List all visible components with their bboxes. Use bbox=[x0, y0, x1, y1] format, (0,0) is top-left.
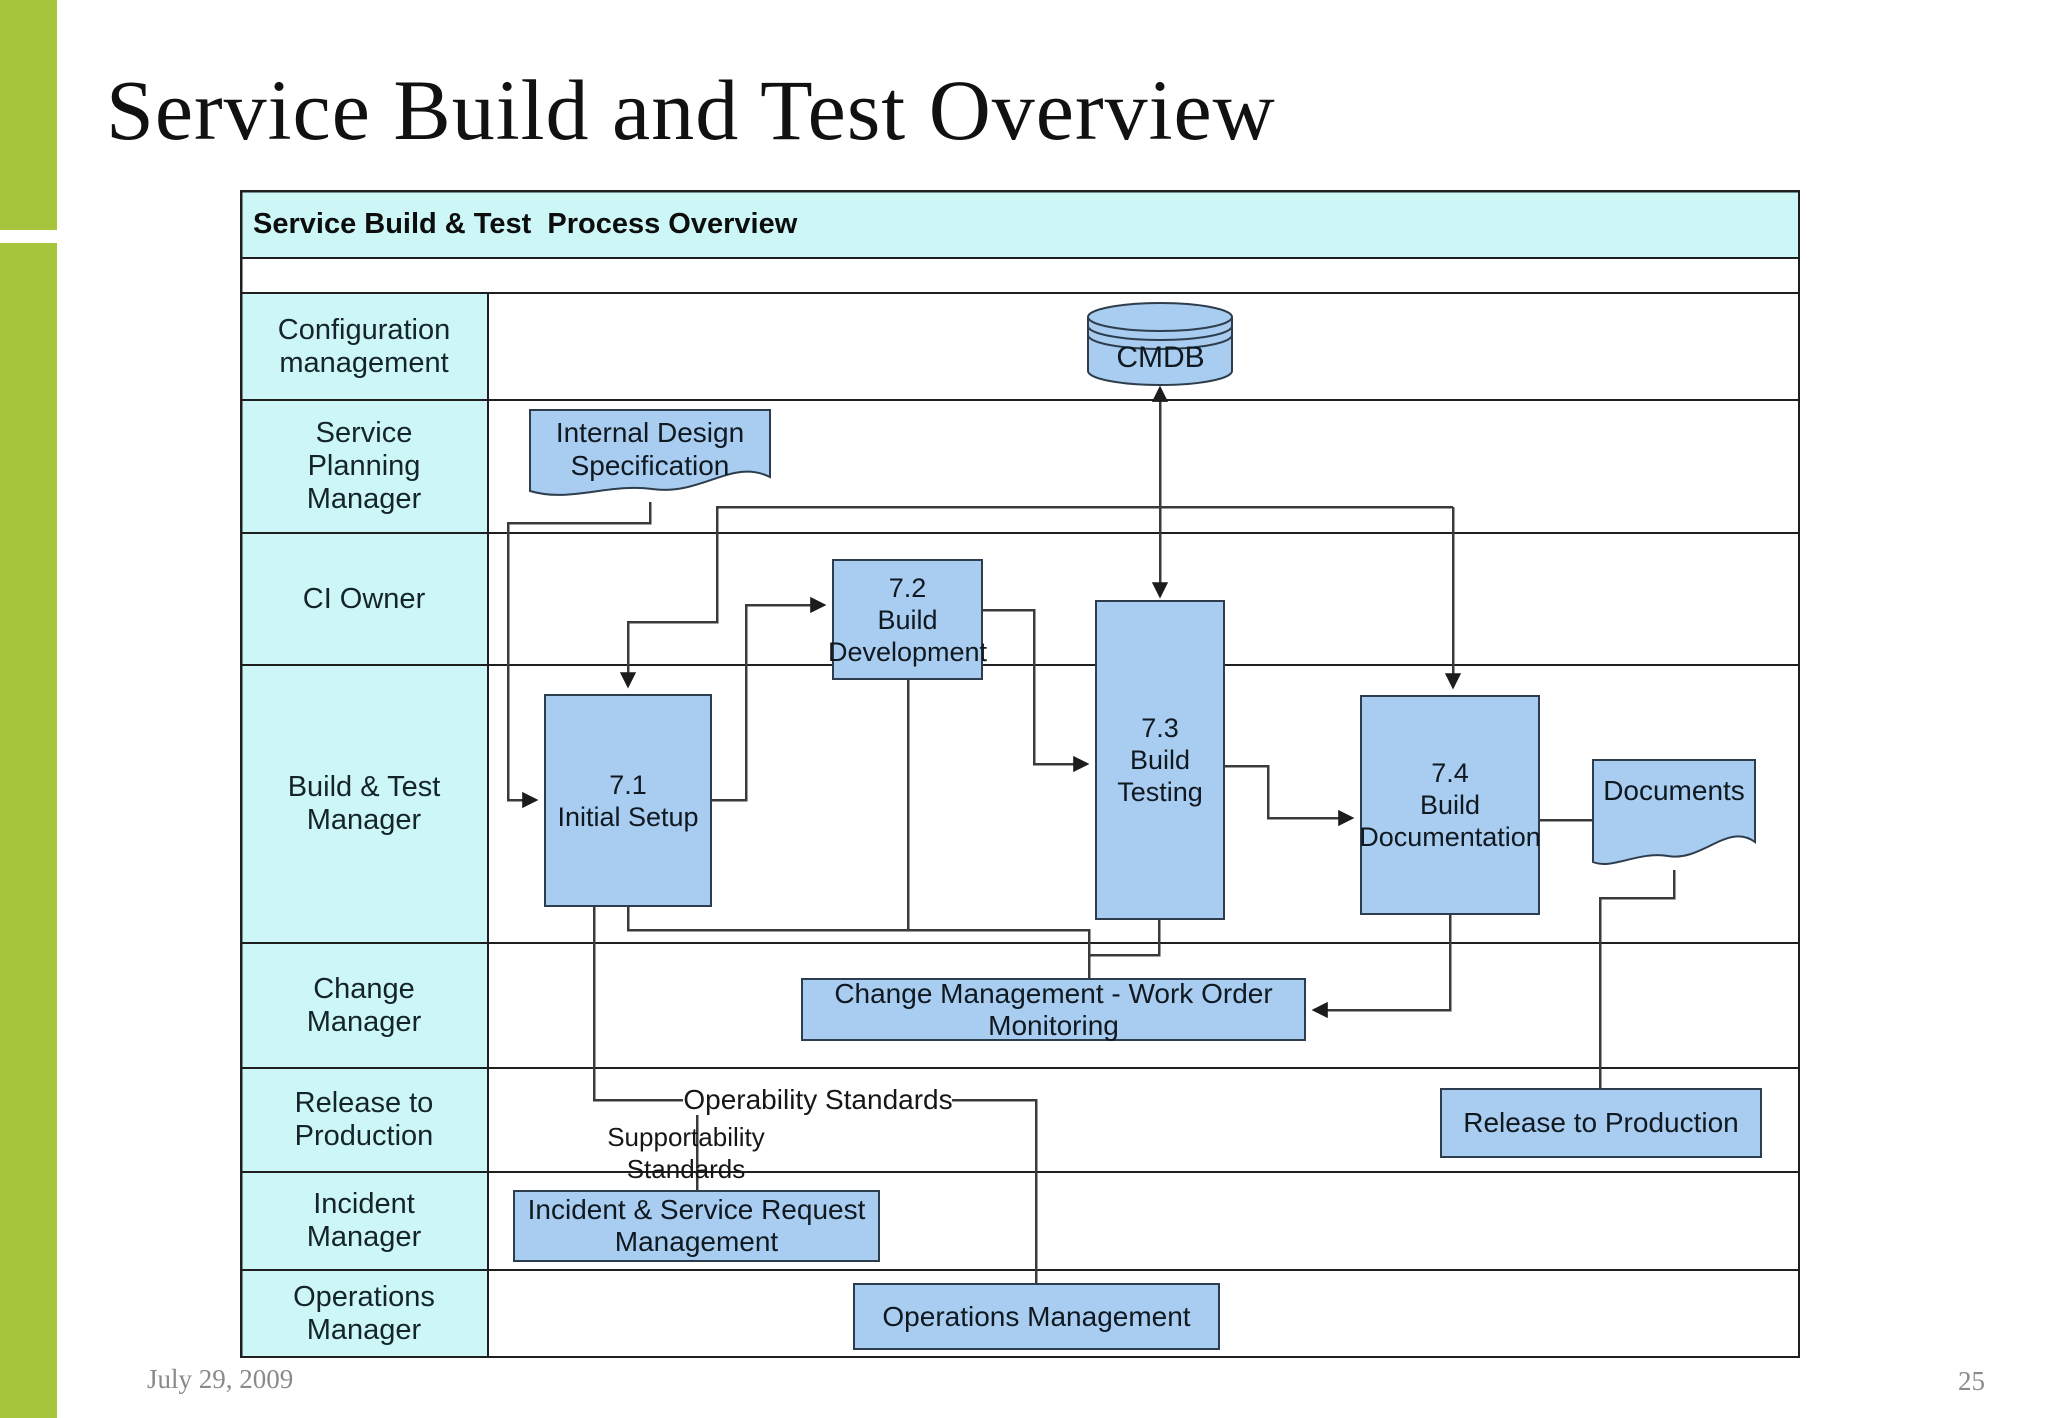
process-box-7-3-build-testing: 7.3 Build Testing bbox=[1095, 600, 1225, 920]
connector-build-testing-to-build-documentation bbox=[1225, 764, 1355, 827]
connector-operability-standards bbox=[592, 907, 1038, 1283]
operations-management-box: Operations Management bbox=[853, 1283, 1220, 1350]
lane-label-ci-owner: CI Owner bbox=[302, 582, 426, 615]
lane-label-build-test-manager: Build & Test Manager bbox=[287, 771, 441, 836]
connector-build-documentation-to-change bbox=[1311, 915, 1452, 1019]
lane-label-incident-manager: Incident Manager bbox=[306, 1188, 422, 1253]
operability-standards-label: Operability Standards bbox=[683, 1084, 953, 1115]
process-diagram: Service Build & Test Process Overview Co… bbox=[240, 190, 1800, 1358]
page-title: Service Build and Test Overview bbox=[106, 62, 1276, 158]
lane-label-release-to-production: Release to Production bbox=[294, 1087, 434, 1152]
process-box-7-2-build-development: 7.2 Build Development bbox=[828, 559, 987, 680]
process-box-7-1-initial-setup: 7.1 Initial Setup bbox=[544, 694, 712, 907]
documents-document-shape bbox=[1592, 759, 1756, 865]
diagram-header: Service Build & Test Process Overview bbox=[253, 207, 798, 240]
lane-label-operations-manager: Operations Manager bbox=[293, 1281, 435, 1346]
green-accent-bar-top bbox=[0, 0, 57, 230]
release-to-production-box: Release to Production bbox=[1440, 1088, 1762, 1158]
process-box-7-4-build-documentation: 7.4 Build Documentation bbox=[1359, 695, 1541, 915]
green-accent-bar-bottom bbox=[0, 243, 57, 1418]
documents-label: Documents bbox=[1603, 774, 1745, 806]
cmdb-label: CMDB bbox=[1116, 340, 1205, 374]
connector-initial-setup-to-build-development bbox=[712, 596, 827, 802]
header-cell bbox=[240, 190, 1800, 258]
internal-design-spec-document-shape bbox=[529, 409, 771, 496]
cmdb-cylinder bbox=[1087, 302, 1233, 386]
page-number: 25 bbox=[1958, 1366, 1985, 1396]
supportability-standards-label: Supportability Standards bbox=[607, 1122, 765, 1184]
swimlane-grid bbox=[240, 190, 1800, 1358]
change-management-box: Change Management - Work Order Monitorin… bbox=[801, 978, 1306, 1041]
connector-bus-to-initial-setup bbox=[619, 505, 1453, 689]
connector-build-testing-to-change bbox=[1089, 920, 1161, 957]
lane-label-column bbox=[240, 293, 488, 1358]
connector-build-development-to-build-testing bbox=[983, 608, 1090, 773]
diagram-shapes-layer bbox=[240, 190, 1800, 1358]
lane-label-service-planning-manager: Service Planning Manager bbox=[306, 417, 422, 515]
lane-label-configuration-management: Configuration management bbox=[277, 313, 451, 379]
connector-layer bbox=[506, 385, 1676, 1283]
internal-design-spec-label: Internal Design Specification bbox=[555, 417, 745, 481]
connector-documents-to-release bbox=[1598, 870, 1676, 1088]
connector-spec-to-initial-setup bbox=[506, 502, 652, 809]
lane-label-change-manager: Change Manager bbox=[306, 972, 422, 1038]
incident-service-request-box: Incident & Service Request Management bbox=[513, 1190, 880, 1262]
footer-date: July 29, 2009 bbox=[147, 1364, 294, 1394]
